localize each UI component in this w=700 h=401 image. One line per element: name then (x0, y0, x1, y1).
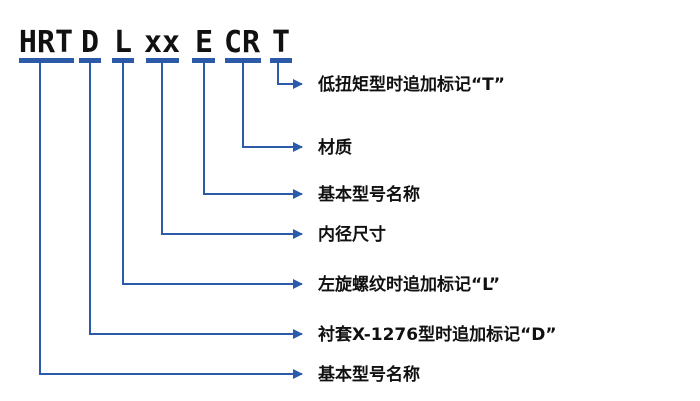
code-segment-l: L (114, 25, 132, 60)
code-segment-xx: xx (144, 25, 180, 60)
underline-cr (225, 58, 261, 63)
callout-connectors (39, 63, 303, 379)
code-segment-t: T (272, 25, 290, 60)
connector-d (89, 63, 303, 339)
model-code-row: HRT D L xx E CR T (19, 25, 290, 60)
callout-label-d: 衬套X-1276型时追加标记“D” (318, 324, 557, 345)
callout-label-hrt: 基本型号名称 (317, 364, 420, 385)
callout-label-t: 低扭矩型时追加标记“T” (317, 74, 505, 95)
connector-cr (242, 63, 303, 152)
underline-t (270, 58, 292, 63)
connector-e (203, 63, 303, 199)
segment-underlines (19, 58, 292, 63)
connector-xx (161, 63, 303, 239)
callout-label-cr: 材质 (318, 137, 352, 158)
connector-hrt (39, 63, 303, 379)
callout-label-xx: 内径尺寸 (318, 224, 386, 245)
underline-d (79, 58, 101, 63)
code-segment-d: D (81, 25, 99, 60)
callout-labels: 低扭矩型时追加标记“T” 材质 基本型号名称 内径尺寸 左旋螺纹时追加标记“L”… (317, 74, 557, 385)
underline-e (192, 58, 215, 63)
code-segment-e: E (195, 25, 213, 60)
underline-xx (146, 58, 179, 63)
underline-hrt (19, 58, 74, 63)
code-segment-cr: CR (224, 25, 261, 60)
underline-l (112, 58, 134, 63)
connector-l (122, 63, 303, 289)
callout-label-l: 左旋螺纹时追加标记“L” (318, 274, 500, 295)
code-segment-hrt: HRT (19, 25, 73, 60)
callout-label-e: 基本型号名称 (317, 184, 420, 205)
connector-t (277, 63, 303, 89)
